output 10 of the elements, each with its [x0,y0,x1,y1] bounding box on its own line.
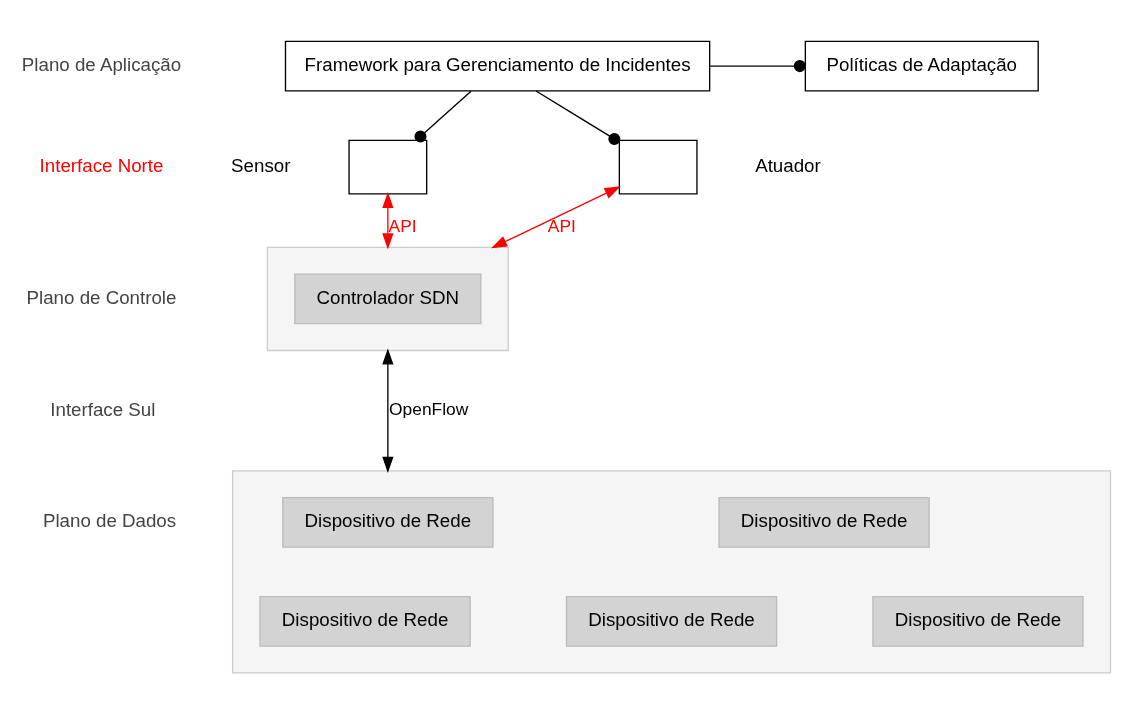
label: Plano de Dados [42,510,177,532]
edge-label: API [388,215,417,236]
node-label: Sensor [231,155,291,177]
label: Interface Sul [50,398,156,420]
label: Interface Norte [39,155,164,177]
label: Plano de Aplicação [21,54,182,76]
edge-label: OpenFlow [389,399,469,420]
node-label: Atuador [755,155,821,177]
label: Plano de Controle [26,286,177,308]
edge-label: API [547,215,576,236]
